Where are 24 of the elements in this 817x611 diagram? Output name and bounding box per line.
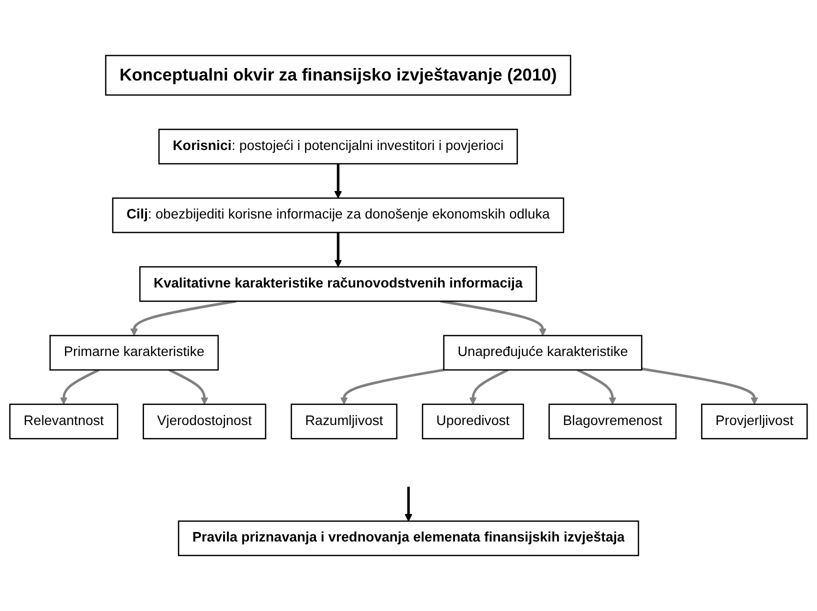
node-box: Provjerljivost bbox=[701, 404, 808, 440]
arrow bbox=[340, 368, 444, 405]
arrow bbox=[334, 164, 342, 198]
arrow bbox=[130, 300, 236, 336]
node-box: Blagovremenost bbox=[548, 404, 677, 440]
node-box: Konceptualni okvir za finansijsko izvještavanje (2010) bbox=[105, 54, 572, 96]
node-box: Pravila priznavanja i vrednovanja elemenata finansijskih izvještaja bbox=[178, 520, 640, 556]
arrow bbox=[641, 368, 758, 405]
arrow bbox=[334, 232, 342, 268]
node-box: Kvalitativne karakteristike računovodstvenih informacija bbox=[139, 266, 538, 302]
arrow bbox=[168, 368, 208, 405]
node-box: Razumljivost bbox=[290, 404, 398, 440]
node-box: Unapređujuće karakteristike bbox=[443, 334, 642, 371]
arrow bbox=[440, 300, 547, 336]
node-box: Vjerodostojnost bbox=[142, 404, 266, 440]
arrow bbox=[60, 368, 100, 405]
arrow bbox=[404, 486, 412, 522]
node-box: Primarne karakteristike bbox=[49, 334, 219, 371]
arrow bbox=[469, 368, 508, 405]
arrow bbox=[577, 368, 616, 405]
node-box: Relevantnost bbox=[9, 404, 118, 440]
node-box: Korisnici: postojeći i potencijalni investitori i povjerioci bbox=[158, 128, 518, 164]
node-box: Cilj: obezbijediti korisne informacije za donošenje ekonomskih odluka bbox=[112, 197, 564, 234]
node-box: Uporedivost bbox=[422, 404, 524, 440]
